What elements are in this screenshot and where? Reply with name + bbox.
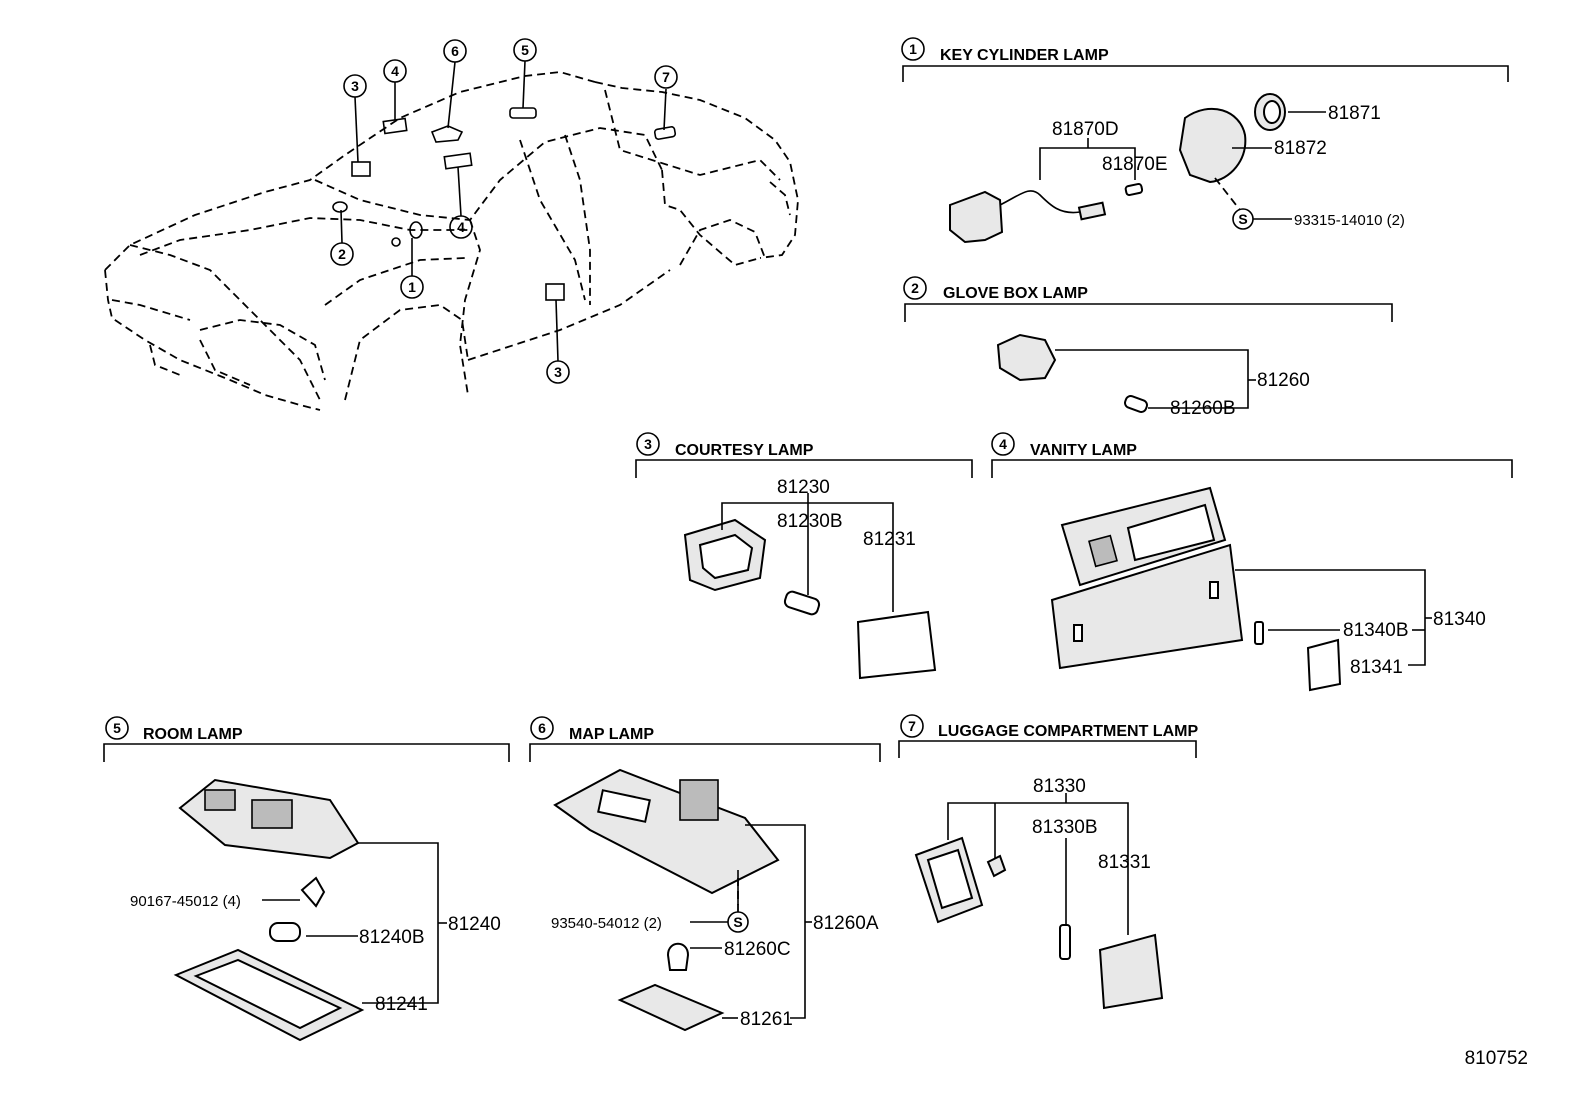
section-7-number: 7 (908, 718, 916, 734)
section-luggage-lamp: 7 LUGGAGE COMPARTMENT LAMP 81330 81330B … (898, 714, 1198, 1010)
callout-3-circle (343, 74, 367, 98)
callout-4-circle (383, 59, 407, 83)
map-lamp-housing (553, 768, 780, 895)
map-lamp-lens (617, 983, 725, 1032)
pn-81230: 81230 (777, 477, 830, 498)
section-5-number: 5 (113, 720, 121, 736)
callout-7-circle (654, 65, 678, 89)
pn-81230B: 81230B (777, 511, 843, 532)
glove-lamp-socket (996, 333, 1057, 382)
pn-81261: 81261 (740, 1009, 793, 1030)
section-room-lamp: 5 ROOM LAMP 90167-45012 (4) 81240B 81240… (103, 716, 510, 1042)
callout-2: 2 (338, 246, 346, 262)
callout-7: 7 (662, 69, 670, 85)
section-3-number: 3 (644, 436, 652, 452)
pn-81260C: 81260C (724, 939, 791, 960)
pn-81331: 81331 (1098, 852, 1151, 873)
section-6-number: 6 (538, 720, 546, 736)
courtesy-lamp-lens (856, 610, 937, 680)
section-map-lamp: 6 MAP LAMP S 93540-54012 (2) 81260C 8126… (529, 716, 881, 1032)
pn-93540-54012: 93540-54012 (2) (551, 915, 662, 932)
key-lamp-socket (949, 190, 1004, 244)
callout-3: 3 (351, 78, 359, 94)
section-4-number: 4 (999, 436, 1007, 452)
section-5-title: ROOM LAMP (143, 726, 243, 743)
callout-4: 4 (391, 63, 399, 79)
pn-81340: 81340 (1433, 609, 1486, 630)
pn-81241: 81241 (375, 994, 428, 1015)
pn-81330B: 81330B (1032, 817, 1098, 838)
pn-81260B: 81260B (1170, 398, 1236, 419)
section-key-cylinder-lamp: 1 KEY CYLINDER LAMP 81870D 81870E 81871 … (901, 37, 1509, 244)
pn-81260: 81260 (1257, 370, 1310, 391)
callout-6: 6 (451, 43, 459, 59)
section-6-title: MAP LAMP (569, 726, 654, 743)
pn-81870D: 81870D (1052, 119, 1119, 140)
pn-81870E: 81870E (1102, 154, 1168, 175)
section-2-number: 2 (911, 280, 919, 296)
callout-4b-circle (449, 215, 473, 239)
callout-2-circle (330, 242, 354, 266)
vanity-lamp-bulb (1254, 621, 1264, 645)
room-lamp-screw (300, 876, 326, 908)
car-callouts: 3 4 6 5 7 2 4 1 3 (330, 38, 678, 384)
section-glove-box-lamp: 2 GLOVE BOX LAMP 81260 81260B (903, 276, 1393, 419)
vanity-lamp-cover (1050, 543, 1244, 670)
pn-81341: 81341 (1350, 657, 1403, 678)
diagram-code: 810752 (1465, 1048, 1528, 1069)
pn-81340B: 81340B (1343, 620, 1409, 641)
car-illustration (104, 60, 799, 411)
section-2-title: GLOVE BOX LAMP (943, 285, 1088, 302)
screw-symbol-6: S (733, 914, 742, 930)
section-7-title: LUGGAGE COMPARTMENT LAMP (938, 723, 1198, 740)
vanity-lamp-lens (1306, 638, 1342, 692)
section-1-title: KEY CYLINDER LAMP (940, 47, 1109, 64)
pn-81872: 81872 (1274, 138, 1327, 159)
callout-4b: 4 (457, 219, 465, 235)
callout-3b: 3 (554, 364, 562, 380)
pn-93315-14010: 93315-14010 (2) (1294, 212, 1405, 229)
callout-1: 1 (408, 279, 416, 295)
screw-symbol-1: S (1238, 211, 1247, 227)
pn-81260A: 81260A (813, 913, 879, 934)
pn-81231: 81231 (863, 529, 916, 550)
key-lamp-plug (1077, 201, 1107, 221)
callout-5: 5 (521, 42, 529, 58)
pn-81330: 81330 (1033, 776, 1086, 797)
pn-90167-45012: 90167-45012 (4) (130, 893, 241, 910)
section-3-title: COURTESY LAMP (675, 442, 814, 459)
callout-1-circle (400, 275, 424, 299)
map-lamp-bulb (666, 942, 690, 971)
key-lamp-ring-cover (1178, 108, 1247, 184)
callout-5-circle (513, 38, 537, 62)
section-courtesy-lamp: 3 COURTESY LAMP 81230 81230B 81231 (635, 432, 973, 680)
section-4-title: VANITY LAMP (1030, 442, 1137, 459)
pn-81871: 81871 (1328, 103, 1381, 124)
section-1-number: 1 (909, 41, 917, 57)
pn-81240: 81240 (448, 914, 501, 935)
courtesy-lamp-bulb (783, 590, 821, 616)
pn-81240B: 81240B (359, 927, 425, 948)
luggage-lamp-lens (1098, 933, 1164, 1010)
callout-3b-circle (546, 360, 570, 384)
glove-lamp-bulb (1124, 395, 1148, 413)
room-lamp-bulb (269, 922, 301, 942)
key-lamp-bulb (1124, 183, 1144, 197)
callout-6-circle (443, 39, 467, 63)
luggage-lamp-bulb (1059, 924, 1071, 960)
section-vanity-lamp: 4 VANITY LAMP 81340 81340B 81341 (991, 432, 1513, 692)
